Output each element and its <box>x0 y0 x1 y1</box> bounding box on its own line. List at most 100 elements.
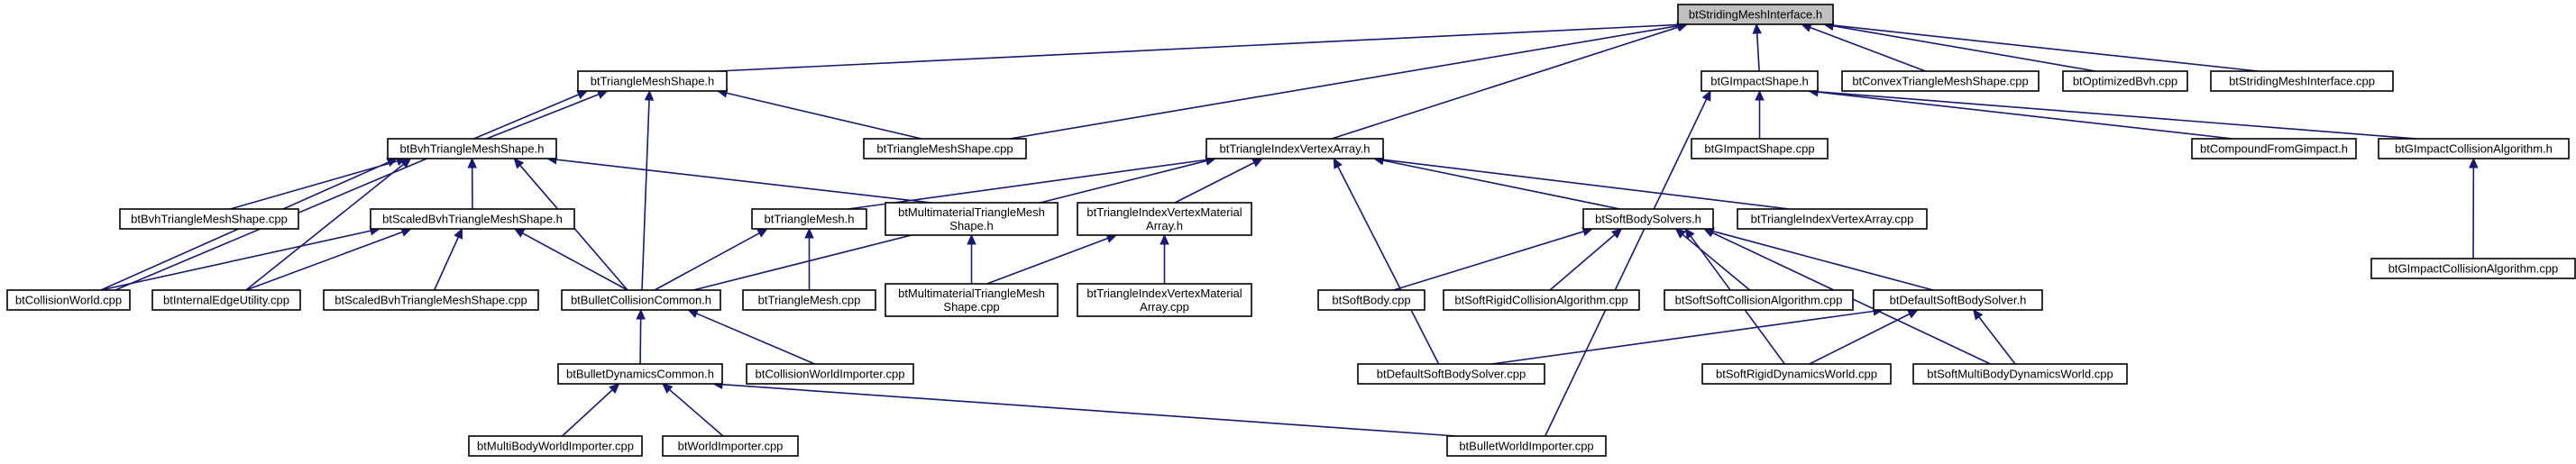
node-box <box>1077 283 1252 317</box>
edge-bcc-h-to-tm-h <box>654 228 768 291</box>
node-label: btTriangleIndexVertexArray.h <box>1220 142 1371 156</box>
edge-line <box>555 159 932 204</box>
edge-bwi-cpp-to-gis-h <box>1544 89 1711 437</box>
arrowhead-icon <box>399 158 412 168</box>
edge-tm-cpp-to-tm-h <box>804 227 814 290</box>
edge-line <box>1712 230 1934 291</box>
node-sbvh-cpp[interactable]: btScaledBvhTriangleMeshShape.cpp <box>323 289 539 311</box>
node-obvh-cpp[interactable]: btOptimizedBvh.cpp <box>2062 70 2188 92</box>
node-gis-cpp[interactable]: btGImpactShape.cpp <box>1691 138 1829 159</box>
edge-mbwi-cpp-to-bdc-h <box>561 383 620 437</box>
edge-line <box>486 93 600 140</box>
node-bvhtms-h[interactable]: btBvhTriangleMeshShape.h <box>387 138 557 159</box>
arrowhead-icon <box>1160 233 1169 245</box>
edge-line <box>522 232 628 291</box>
node-label: btTriangleMeshShape.h <box>591 75 715 88</box>
node-label: Array.cpp <box>1140 300 1189 314</box>
node-ieu-cpp[interactable]: btInternalEdgeUtility.cpp <box>151 289 301 311</box>
edge-bcc-h-to-tms-h <box>641 89 655 291</box>
arrowhead-icon <box>1755 89 1765 101</box>
edge-tms-h-to-root <box>717 20 1689 72</box>
node-tms-cpp[interactable]: btTriangleMeshShape.cpp <box>863 138 1027 159</box>
edge-line <box>100 230 371 291</box>
node-cw-cpp[interactable]: btCollisionWorld.cpp <box>6 289 131 311</box>
node-bwi-cpp[interactable]: btBulletWorldImporter.cpp <box>1446 435 1607 457</box>
arrowhead-icon <box>1684 228 1695 240</box>
node-smi-cpp[interactable]: btStridingMeshInterface.cpp <box>2210 70 2394 92</box>
node-box <box>2062 70 2188 92</box>
edge-ssca-cpp-to-sbs-h <box>1674 228 1751 291</box>
edge-line <box>1174 161 1255 204</box>
edge-gica-h-to-gis-h <box>1807 86 2417 140</box>
edge-line <box>848 159 1207 210</box>
node-tiva-h[interactable]: btTriangleIndexVertexArray.h <box>1205 138 1384 159</box>
node-label: btBvhTriangleMeshShape.cpp <box>131 213 288 226</box>
node-box <box>2191 138 2357 159</box>
node-gica-cpp[interactable]: btGImpactCollisionAlgorithm.cpp <box>2370 258 2576 279</box>
node-label: btOptimizedBvh.cpp <box>2073 75 2177 88</box>
arrowhead-icon <box>1701 89 1711 102</box>
node-srca-cpp[interactable]: btSoftRigidCollisionAlgorithm.cpp <box>1443 289 1640 311</box>
arrowhead-icon <box>1907 309 1919 319</box>
node-cwi-cpp[interactable]: btCollisionWorldImporter.cpp <box>746 363 914 385</box>
node-bvhtms-cpp[interactable]: btBvhTriangleMeshShape.cpp <box>119 208 299 230</box>
node-tm-h[interactable]: btTriangleMesh.h <box>751 208 867 230</box>
node-cfg-h[interactable]: btCompoundFromGimpact.h <box>2191 138 2357 159</box>
node-tms-h[interactable]: btTriangleMeshShape.h <box>577 70 728 92</box>
node-root[interactable]: btStridingMeshInterface.h <box>1677 4 1834 25</box>
node-label: btSoftRigidDynamicsWorld.cpp <box>1716 368 1877 381</box>
edge-line <box>696 313 816 365</box>
node-tiva-cpp[interactable]: btTriangleIndexVertexArray.cpp <box>1737 208 1928 230</box>
edge-line <box>639 318 642 365</box>
node-box <box>2370 258 2576 279</box>
node-sb-cpp[interactable]: btSoftBody.cpp <box>1317 289 1426 311</box>
edge-line <box>1491 310 1875 365</box>
edge-tms-cpp-to-tms-h <box>716 88 922 140</box>
node-bcc-h[interactable]: btBulletCollisionCommon.h <box>561 289 721 311</box>
node-label: btGImpactShape.cpp <box>1704 142 1814 156</box>
node-box <box>1077 202 1252 236</box>
node-gica-h[interactable]: btGImpactCollisionAlgorithm.h <box>2378 138 2570 159</box>
edges <box>100 20 2479 437</box>
edge-line <box>641 99 650 291</box>
node-sbs-h[interactable]: btSoftBodySolvers.h <box>1582 208 1714 230</box>
node-smbdw-cpp[interactable]: btSoftMultiBodyDynamicsWorld.cpp <box>1912 363 2128 385</box>
node-wi-cpp[interactable]: btWorldImporter.cpp <box>662 435 799 457</box>
node-ctms-cpp[interactable]: btConvexTriangleMeshShape.cpp <box>1841 70 2040 92</box>
node-label: btTriangleIndexVertexMaterial <box>1086 205 1242 219</box>
nodes: btStridingMeshInterface.h btTriangleMeshS… <box>6 4 2576 457</box>
edge-bdc-h-to-bcc-h <box>636 308 646 365</box>
arrowhead-icon <box>513 228 526 238</box>
edge-bcc-h-to-sbvh-h <box>513 228 628 291</box>
node-sbvh-h[interactable]: btScaledBvhTriangleMeshShape.h <box>370 208 575 230</box>
node-dsbs-h[interactable]: btDefaultSoftBodySolver.h <box>1873 289 2043 311</box>
node-mbwi-cpp[interactable]: btMultiBodyWorldImporter.cpp <box>468 435 643 457</box>
node-box <box>2210 70 2394 92</box>
node-label: btInternalEdgeUtility.cpp <box>163 294 289 307</box>
node-dsbs-cpp[interactable]: btDefaultSoftBodySolver.cpp <box>1357 363 1545 385</box>
arrowhead-icon <box>756 228 768 238</box>
edge-line <box>1810 26 1926 72</box>
edge-line <box>717 23 1679 72</box>
node-label: btBulletCollisionCommon.h <box>571 294 711 307</box>
edge-line <box>1382 159 1620 210</box>
node-srdw-cpp[interactable]: btSoftRigidDynamicsWorld.cpp <box>1701 363 1892 385</box>
node-tm-cpp[interactable]: btTriangleMesh.cpp <box>742 289 876 311</box>
node-bdc-h[interactable]: btBulletDynamicsCommon.h <box>557 363 723 385</box>
node-label: btBulletWorldImporter.cpp <box>1459 440 1593 453</box>
node-box <box>1701 363 1892 385</box>
node-label: btGImpactCollisionAlgorithm.h <box>2395 142 2553 156</box>
node-label: btScaledBvhTriangleMeshShape.h <box>382 213 563 226</box>
node-gis-h[interactable]: btGImpactShape.h <box>1701 70 1819 92</box>
node-label: btCollisionWorldImporter.cpp <box>756 368 905 381</box>
edge-srca-cpp-to-sbs-h <box>1549 228 1623 291</box>
node-label: btTriangleIndexVertexMaterial <box>1086 287 1242 300</box>
edge-line <box>1817 91 2233 140</box>
node-label: btBvhTriangleMeshShape.h <box>400 142 545 156</box>
node-ssca-cpp[interactable]: btSoftSoftCollisionAlgorithm.cpp <box>1664 289 1854 311</box>
